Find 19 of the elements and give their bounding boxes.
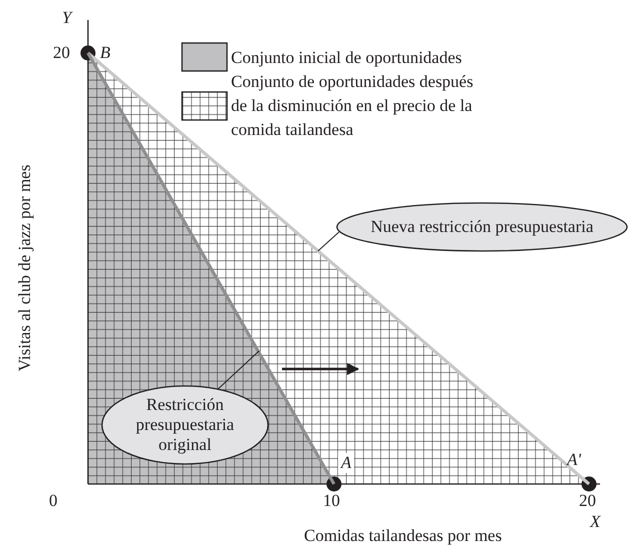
leader-line (216, 350, 260, 390)
legend-text: Conjunto de oportunidades después de la disminución en el precio de la comida tailandesa (231, 71, 474, 141)
tick-label: 0 (49, 491, 58, 511)
tick-label: 20 (579, 491, 596, 511)
tick-label: 20 (53, 43, 70, 63)
point-label: A' (567, 450, 582, 470)
point-label: A (338, 453, 354, 473)
axis-title: Visitas al club de jazz por mes (15, 164, 35, 374)
callout-text: Restricción presupuestaria original (134, 395, 236, 455)
axis-letter: X (590, 512, 600, 532)
axis-title: Comidas tailandesas por mes (304, 526, 502, 546)
tick-label: 10 (323, 491, 340, 511)
callout-text: Nueva restricción presupuestaria (370, 217, 594, 237)
point-label: B (100, 43, 110, 63)
callout-ellipse (336, 202, 628, 252)
leader-line (318, 232, 340, 252)
arrow (282, 362, 360, 376)
legend-text: Conjunto inicial de oportunidades (231, 47, 463, 69)
axis-letter: Y (62, 8, 72, 28)
